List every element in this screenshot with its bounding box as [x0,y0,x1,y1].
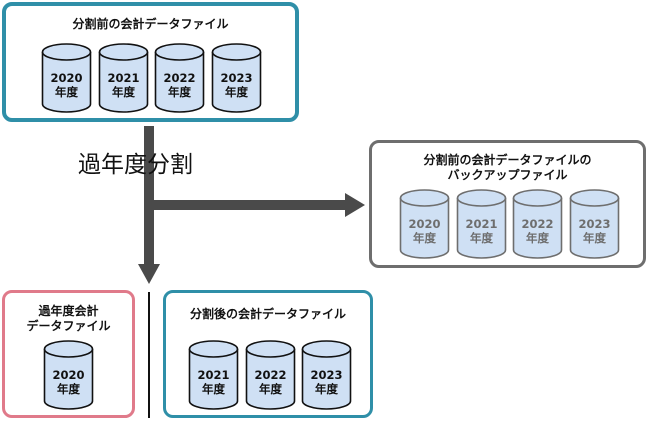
database-cylinder-icon [211,43,262,113]
database-cylinder-icon [456,189,507,259]
cylinder-year-label: 2020 [408,217,441,231]
database-cylinder-icon [98,43,149,113]
database-cylinder-icon [188,340,239,410]
cylinder-unit-label: 年度 [413,231,436,245]
cylinder-unit-label: 年度 [526,231,549,245]
cylinder-year-label: 2023 [220,71,253,85]
cylinder-year-label: 2020 [50,71,83,85]
database-cylinder-icon [41,43,92,113]
cylinder-year-label: 2021 [107,71,140,85]
backup-box-title-line1: 分割前の会計データファイルの [423,153,592,167]
cylinder-unit-label: 年度 [55,85,78,99]
cylinder-year-label: 2022 [254,368,287,382]
cylinder-unit-label: 年度 [225,85,248,99]
database-cylinder-icon [301,340,352,410]
right-arrow-head [345,193,365,217]
cylinder-year-label: 2021 [465,217,498,231]
flow-line-horizontal [149,200,349,210]
cylinder-year-label: 2020 [52,368,85,382]
cylinder-unit-label: 年度 [470,231,493,245]
cylinder-unit-label: 年度 [259,382,282,396]
cylinder-year-label: 2022 [163,71,196,85]
backup-box-title-line2: バックアップファイル [447,168,568,182]
cylinder-unit-label: 年度 [57,382,80,396]
database-cylinder-icon [569,189,620,259]
cylinder-year-label: 2023 [578,217,611,231]
process-label: 過年度分割 [78,152,193,178]
cylinder-year-label: 2023 [310,368,343,382]
database-cylinder-icon [512,189,563,259]
cylinder-unit-label: 年度 [112,85,135,99]
after-box-title: 分割後の会計データファイル [189,307,346,321]
past-box-title-line2: データファイル [26,319,111,333]
cylinder-year-label: 2022 [521,217,554,231]
past-box-title-line1: 過年度会計 [38,304,99,318]
flow-line-vertical [144,126,154,268]
cylinder-unit-label: 年度 [202,382,225,396]
cylinder-unit-label: 年度 [583,231,606,245]
database-cylinder-icon [43,340,94,410]
database-cylinder-icon [154,43,205,113]
database-cylinder-icon [399,189,450,259]
down-arrow-head [138,264,160,284]
cylinder-unit-label: 年度 [168,85,191,99]
cylinder-unit-label: 年度 [315,382,338,396]
cylinder-year-label: 2021 [197,368,230,382]
source-box-title: 分割前の会計データファイル [72,17,229,31]
database-cylinder-icon [245,340,296,410]
